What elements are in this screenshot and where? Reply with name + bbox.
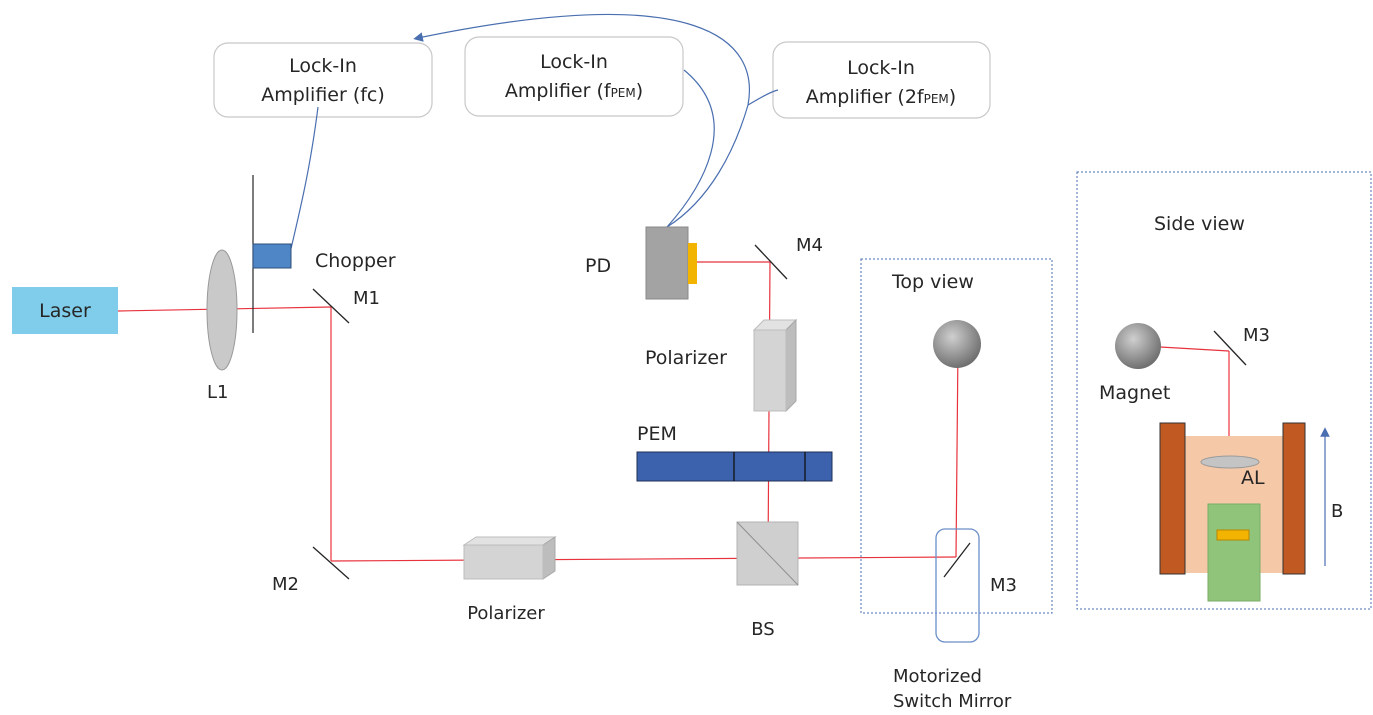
lockin-fc-title: Lock-In xyxy=(289,55,357,77)
lockin-fc-subtitle: Amplifier (fc) xyxy=(261,84,385,106)
mirror-m3-side-label: M3 xyxy=(1243,325,1270,346)
cable-pd-to-lockin-2fpem xyxy=(666,89,779,228)
sample xyxy=(1216,529,1250,541)
mirror-m2 xyxy=(312,546,350,580)
magnet-top-icon xyxy=(933,320,981,368)
sample-holder xyxy=(1207,503,1261,602)
cable-pd-to-lockin-fpem xyxy=(666,69,715,228)
top-view-panel: Top view M3 xyxy=(860,258,1053,643)
lens-l1-label: L1 xyxy=(207,382,228,403)
magnet-pole-right xyxy=(1282,422,1306,575)
mirror-m2-label: M2 xyxy=(272,574,299,595)
top-view-title: Top view xyxy=(891,271,974,293)
lockin-amplifier-fc: Lock-In Amplifier (fc) xyxy=(213,42,433,118)
mirror-m1-label: M1 xyxy=(353,288,380,309)
lockin-2fpem-subtitle: Amplifier (2fPEM) xyxy=(806,86,956,108)
polarizer-bottom-label: Polarizer xyxy=(467,603,545,624)
lockin-2fpem-title: Lock-In xyxy=(847,57,915,79)
polarizer-bottom: Polarizer xyxy=(462,536,557,624)
motorized-switch-mirror-label-line2: Switch Mirror xyxy=(893,691,1012,712)
chopper-label: Chopper xyxy=(315,250,396,272)
photodetector: PD xyxy=(585,226,697,300)
beam-splitter-label: BS xyxy=(751,619,774,640)
mirror-m1 xyxy=(312,288,350,324)
signal-cables xyxy=(289,13,779,254)
pem-label: PEM xyxy=(637,423,677,445)
mirror-m3-top xyxy=(943,542,971,578)
laser-source: Laser xyxy=(12,287,118,334)
mirror-m4 xyxy=(754,244,788,280)
motorized-switch-mirror-label-line1: Motorized xyxy=(893,666,982,687)
aspheric-lens xyxy=(1200,455,1260,469)
side-view-title: Side view xyxy=(1154,213,1245,235)
laser-label: Laser xyxy=(39,300,91,322)
motorized-switch-mirror-outline xyxy=(935,528,980,643)
photoelastic-modulator: PEM xyxy=(636,423,833,482)
magnet-label: Magnet xyxy=(1099,382,1170,404)
polarizer-top-label: Polarizer xyxy=(645,347,727,369)
lockin-fpem-title: Lock-In xyxy=(540,51,608,73)
chopper: Chopper xyxy=(252,175,396,333)
aspheric-lens-label: AL xyxy=(1241,467,1265,489)
cable-chopper-to-lockin-fc xyxy=(289,106,319,254)
b-field-label: B xyxy=(1331,501,1343,522)
lockin-fpem-subtitle: Amplifier (fPEM) xyxy=(505,80,643,102)
lockin-amplifier-2fpem: Lock-In Amplifier (2fPEM) xyxy=(772,41,991,119)
lockin-amplifier-fpem: Lock-In Amplifier (fPEM) xyxy=(464,36,684,117)
side-view-panel: Side view Magnet M3 AL B xyxy=(1076,171,1372,610)
polarizer-top: Polarizer xyxy=(645,318,798,413)
magnet-pole-left xyxy=(1159,422,1186,575)
cable-lockin-2fpem-to-lockin-fc xyxy=(413,13,750,106)
mirror-m4-label: M4 xyxy=(796,235,823,256)
beam-splitter: BS xyxy=(736,521,799,640)
photodetector-label: PD xyxy=(585,255,611,277)
magnet-side-icon xyxy=(1115,323,1161,369)
lens-l1: L1 xyxy=(206,249,238,403)
mirrors xyxy=(312,244,788,580)
mirror-m3-side xyxy=(1213,330,1247,366)
mirror-m3-top-label: M3 xyxy=(990,575,1017,596)
laser-beam-path xyxy=(117,261,1230,562)
